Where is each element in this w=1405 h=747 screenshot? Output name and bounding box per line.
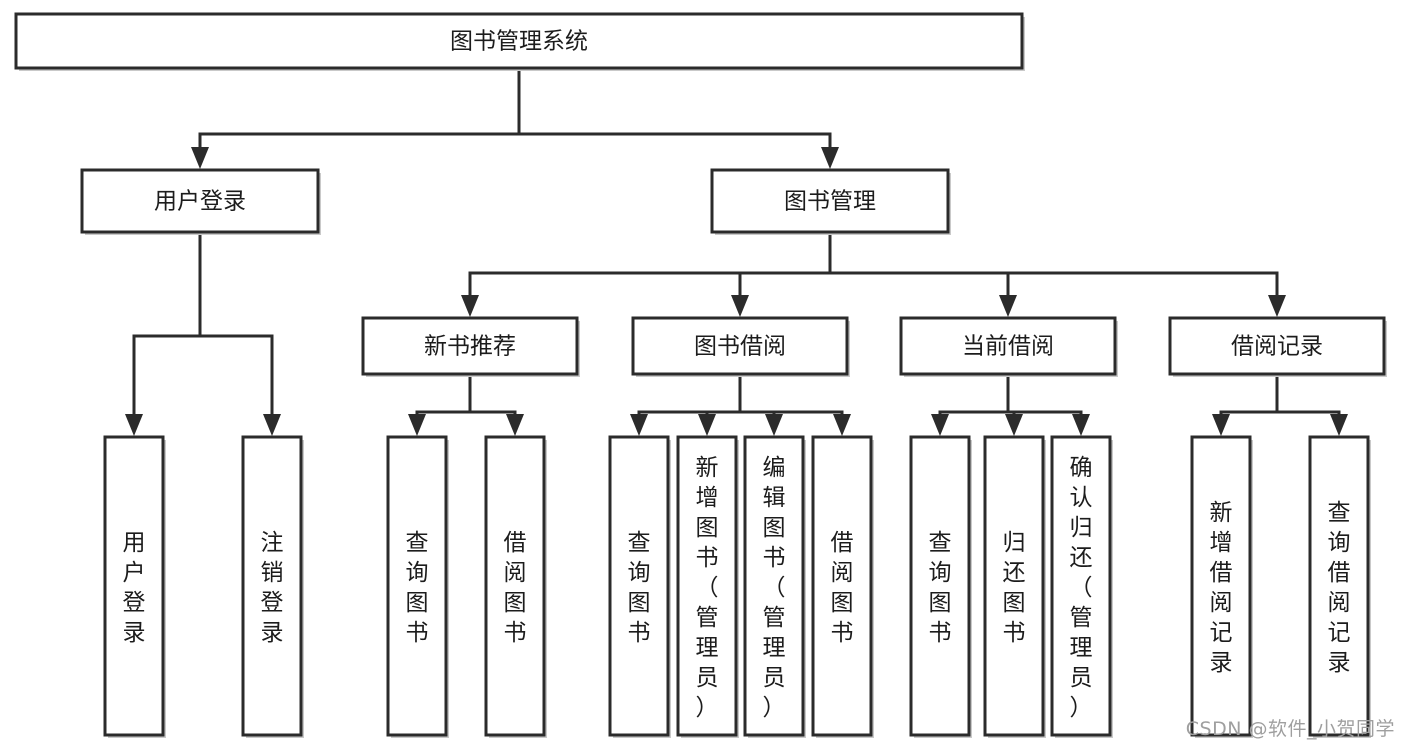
node-rect[interactable]	[909, 435, 971, 737]
node-label: 借阅图书	[831, 530, 854, 646]
node-rect[interactable]	[811, 435, 873, 737]
arrow-head-icon	[1072, 414, 1090, 436]
arrow-head-icon	[821, 147, 839, 169]
node-label: 借阅图书	[504, 530, 527, 646]
node-rect[interactable]	[1190, 435, 1252, 737]
arrow-head-icon	[191, 147, 209, 169]
arrow-head-icon	[765, 414, 783, 436]
arrow-head-icon	[408, 414, 426, 436]
node-label: 图书管理系统	[450, 29, 588, 55]
node-rect[interactable]	[386, 435, 448, 737]
node-label: 查询图书	[628, 530, 651, 646]
node-rect[interactable]	[743, 435, 805, 737]
arrow-head-icon	[263, 414, 281, 436]
node-leaf-user-logout[interactable]: 注销登录	[241, 435, 304, 738]
node-rect[interactable]	[899, 316, 1117, 376]
node-book-management[interactable]: 图书管理	[710, 168, 951, 235]
arrow-head-icon	[1330, 414, 1348, 436]
node-label: 用户登录	[154, 189, 246, 215]
node-leaf-edit-book[interactable]: 编辑图书（管理员）	[743, 435, 806, 738]
node-leaf-query-borrow-record[interactable]: 查询借阅记录	[1308, 435, 1371, 738]
node-label: 新增图书（管理员）	[696, 455, 719, 721]
node-rect[interactable]	[484, 435, 546, 737]
node-rect[interactable]	[80, 168, 320, 234]
node-leaf-borrow-book[interactable]: 借阅图书	[811, 435, 874, 738]
node-rect[interactable]	[710, 168, 950, 234]
node-label: 当前借阅	[962, 334, 1054, 360]
node-rect[interactable]	[676, 435, 738, 737]
node-leaf-query-book-cur[interactable]: 查询图书	[909, 435, 972, 738]
connectors-layer	[125, 66, 1348, 436]
node-rect[interactable]	[1168, 316, 1386, 376]
node-label: 查询图书	[929, 530, 952, 646]
node-label: 借阅记录	[1231, 334, 1323, 360]
node-rect[interactable]	[361, 316, 579, 376]
node-new-book-recommend[interactable]: 新书推荐	[361, 316, 580, 377]
node-leaf-query-book-borrow[interactable]: 查询图书	[608, 435, 671, 738]
arrow-head-icon	[698, 414, 716, 436]
arrow-head-icon	[731, 295, 749, 317]
arrow-head-icon	[506, 414, 524, 436]
node-rect[interactable]	[608, 435, 670, 737]
watermark-text: CSDN @软件_小贺同学	[1185, 718, 1395, 740]
node-leaf-query-book-rec[interactable]: 查询图书	[386, 435, 449, 738]
node-book-borrow[interactable]: 图书借阅	[631, 316, 850, 377]
node-label: 图书借阅	[694, 334, 786, 360]
node-leaf-add-book[interactable]: 新增图书（管理员）	[676, 435, 739, 738]
node-leaf-user-login[interactable]: 用户登录	[103, 435, 166, 738]
node-current-borrow[interactable]: 当前借阅	[899, 316, 1118, 377]
arrow-head-icon	[125, 414, 143, 436]
node-rect[interactable]	[1050, 435, 1112, 737]
arrow-head-icon	[999, 295, 1017, 317]
node-borrow-record[interactable]: 借阅记录	[1168, 316, 1387, 377]
node-label: 确认归还（管理员）	[1070, 455, 1093, 721]
node-label: 归还图书	[1003, 530, 1026, 646]
node-rect[interactable]	[103, 435, 165, 737]
node-leaf-borrow-book-rec[interactable]: 借阅图书	[484, 435, 547, 738]
node-rect[interactable]	[631, 316, 849, 376]
node-label: 查询借阅记录	[1328, 500, 1351, 676]
nodes-layer: 图书管理系统用户登录图书管理新书推荐图书借阅当前借阅借阅记录用户登录注销登录查询…	[14, 12, 1387, 738]
arrow-head-icon	[1005, 414, 1023, 436]
arrow-head-icon	[630, 414, 648, 436]
arrow-head-icon	[461, 295, 479, 317]
node-leaf-add-borrow-record[interactable]: 新增借阅记录	[1190, 435, 1253, 738]
node-label: 新增借阅记录	[1210, 500, 1233, 676]
node-rect[interactable]	[241, 435, 303, 737]
arrow-head-icon	[1268, 295, 1286, 317]
node-leaf-return-book[interactable]: 归还图书	[983, 435, 1046, 738]
node-rect[interactable]	[1308, 435, 1370, 737]
node-label: 用户登录	[123, 530, 146, 646]
node-label: 新书推荐	[424, 334, 516, 360]
arrow-head-icon	[833, 414, 851, 436]
node-leaf-confirm-return[interactable]: 确认归还（管理员）	[1050, 435, 1113, 738]
node-label: 查询图书	[406, 530, 429, 646]
node-root[interactable]: 图书管理系统	[14, 12, 1025, 71]
node-user-login[interactable]: 用户登录	[80, 168, 321, 235]
node-label: 图书管理	[784, 189, 876, 215]
node-label: 编辑图书（管理员）	[763, 455, 786, 721]
node-label: 注销登录	[261, 530, 284, 646]
arrow-head-icon	[1212, 414, 1230, 436]
arrow-head-icon	[931, 414, 949, 436]
node-rect[interactable]	[983, 435, 1045, 737]
node-rect[interactable]	[14, 12, 1024, 70]
